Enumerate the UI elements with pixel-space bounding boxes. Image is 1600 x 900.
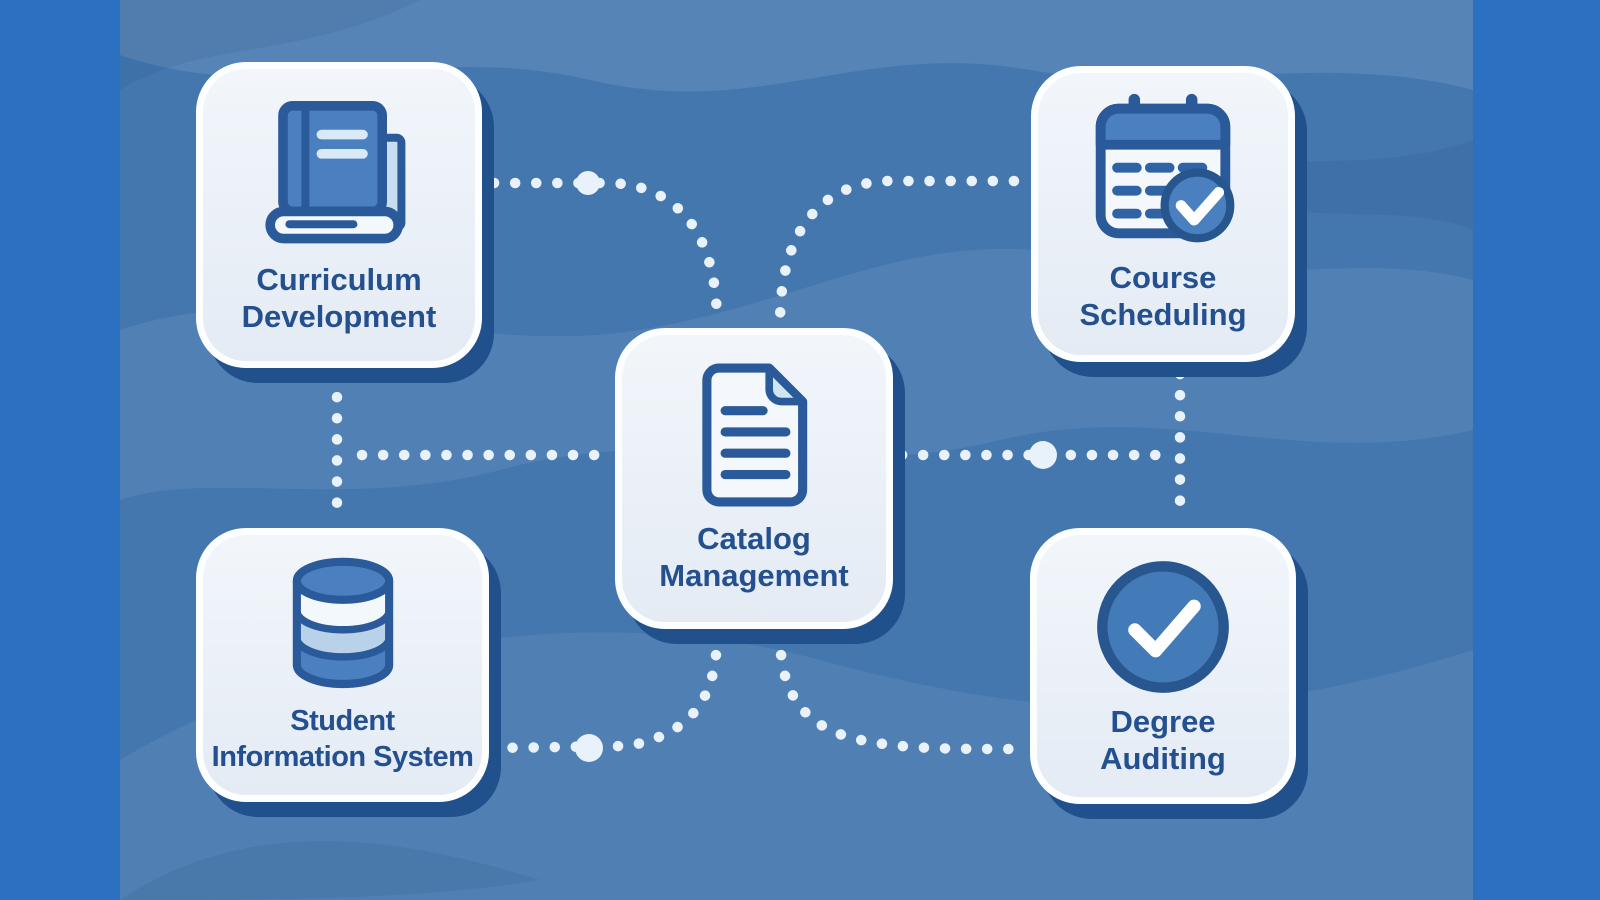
document-icon — [702, 363, 808, 507]
node-label-line: Information System — [211, 741, 474, 773]
node-label-line: Course — [1109, 260, 1217, 295]
node-label-line: Scheduling — [1079, 297, 1247, 332]
node-curriculum-development: Curriculum Development — [196, 62, 482, 368]
node-label: Student Information System — [212, 703, 474, 775]
check-circle-icon — [1097, 561, 1229, 693]
node-label-line: Development — [241, 299, 437, 334]
node-label: Course Scheduling — [1079, 259, 1246, 333]
node-label: Degree Auditing — [1100, 703, 1226, 777]
node-label-line: Student — [290, 705, 395, 737]
node-label-line: Degree — [1110, 704, 1216, 739]
node-label-line: Curriculum — [256, 262, 422, 297]
node-degree-auditing: Degree Auditing — [1030, 528, 1296, 804]
database-icon — [292, 557, 393, 689]
node-catalog-management: Catalog Management — [615, 328, 893, 629]
node-label-line: Management — [659, 558, 849, 593]
node-label: Curriculum Development — [242, 261, 437, 335]
calendar-check-icon — [1095, 93, 1235, 243]
book-icon — [265, 101, 406, 244]
node-student-information-system: Student Information System — [196, 528, 489, 802]
node-label: Catalog Management — [659, 520, 848, 594]
node-course-scheduling: Course Scheduling — [1031, 66, 1295, 362]
node-label-line: Auditing — [1100, 741, 1226, 776]
node-label-line: Catalog — [697, 521, 811, 556]
